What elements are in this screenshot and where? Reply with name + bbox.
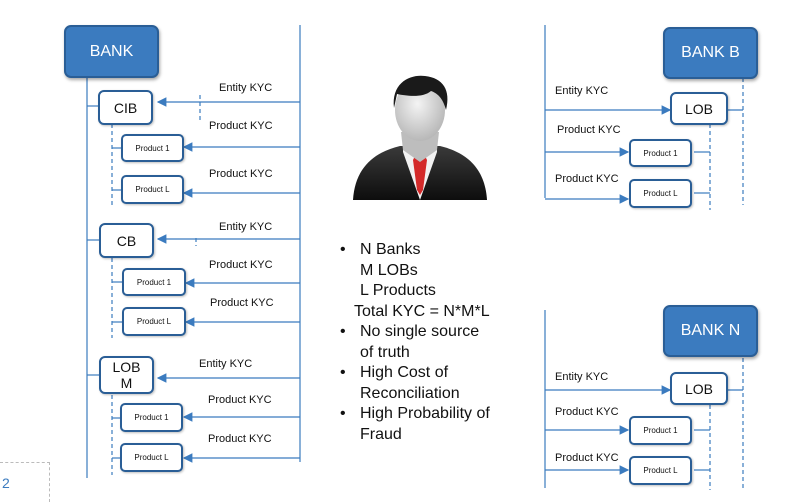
product-kyc-label: Product KYC <box>210 297 274 309</box>
bullet-continuation: L Products <box>360 282 436 299</box>
entity-kyc-label: Entity KYC <box>219 82 273 94</box>
product-box: Product L <box>629 456 692 485</box>
lob-box: LOB <box>670 372 728 405</box>
product-kyc-label: Product KYC <box>555 406 619 418</box>
product-kyc-label: Product KYC <box>555 173 619 185</box>
businessman-icon <box>353 75 487 200</box>
product-kyc-label: Product KYC <box>208 394 272 406</box>
product-box: Product L <box>122 307 186 336</box>
product-box: Product 1 <box>121 134 184 162</box>
bullet-continuation: Reconciliation <box>360 384 460 402</box>
page-number: 2 <box>2 475 10 491</box>
product-box: Product L <box>629 179 692 208</box>
bullet-item: N Banks <box>338 240 538 261</box>
entity-kyc-label: Entity KYC <box>555 371 609 383</box>
bullet-continuation: of truth <box>360 343 410 361</box>
total-kyc-formula: Total KYC = N*M*L <box>354 302 490 320</box>
bank-b-box: BANK B <box>663 27 758 79</box>
lob-box-cib: CIB <box>98 90 153 125</box>
bank-box: BANK <box>64 25 159 78</box>
product-box: Product 1 <box>629 139 692 167</box>
bullet-item: No single source <box>338 322 538 343</box>
product-kyc-label: Product KYC <box>557 124 621 136</box>
bullet-continuation: Fraud <box>360 425 402 443</box>
product-box: Product L <box>120 443 183 472</box>
entity-kyc-label: Entity KYC <box>219 221 273 233</box>
product-kyc-label: Product KYC <box>209 259 273 271</box>
lob-box-m: LOB M <box>99 356 154 394</box>
summary-list: N Banks M LOBs L Products Total KYC = N*… <box>338 240 538 445</box>
entity-kyc-label: Entity KYC <box>199 358 253 370</box>
product-box: Product 1 <box>122 268 186 296</box>
product-kyc-label: Product KYC <box>209 168 273 180</box>
product-kyc-label: Product KYC <box>209 120 273 132</box>
page-number-box: 2 <box>0 462 50 502</box>
product-box: Product 1 <box>629 416 692 445</box>
product-kyc-label: Product KYC <box>555 452 619 464</box>
bullet-item: High Cost of <box>338 363 538 384</box>
bullet-continuation: M LOBs <box>360 261 418 279</box>
lob-box: LOB <box>670 92 728 125</box>
lob-box-cb: CB <box>99 223 154 258</box>
product-kyc-label: Product KYC <box>208 433 272 445</box>
bullet-item: High Probability of <box>338 404 538 425</box>
product-box: Product 1 <box>120 403 183 432</box>
product-box: Product L <box>121 175 184 204</box>
entity-kyc-label: Entity KYC <box>555 85 609 97</box>
bank-n-box: BANK N <box>663 305 758 357</box>
